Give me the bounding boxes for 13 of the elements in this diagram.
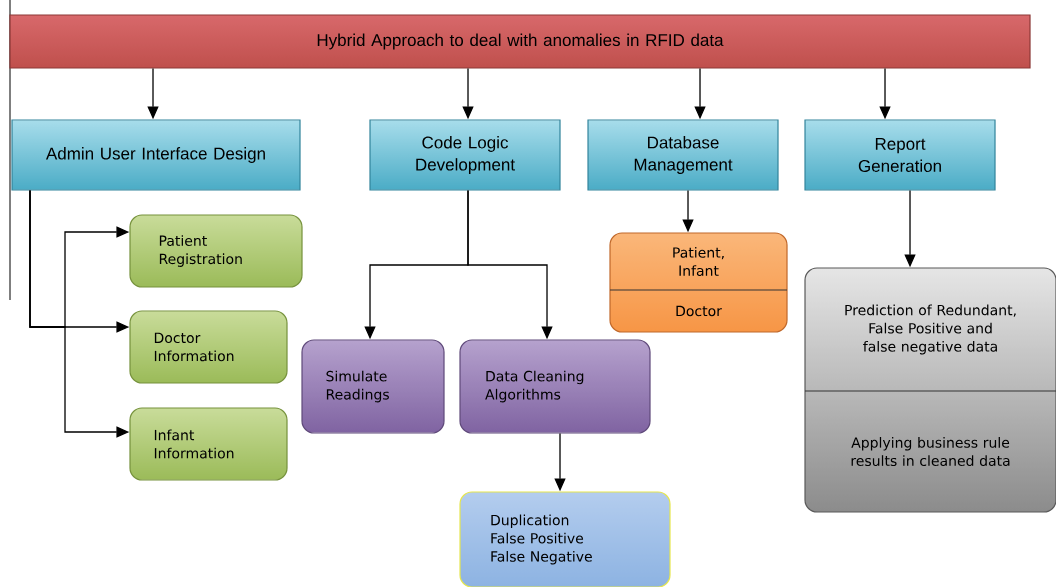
process-box: Code Logic Development xyxy=(369,119,561,191)
task-box: Simulate Readings xyxy=(301,339,445,434)
output-box: Duplication False Positive False Negative xyxy=(459,491,671,587)
task-box: Data Cleaning Algorithms xyxy=(459,339,651,434)
table-box: Patient, Infant Doctor xyxy=(609,232,788,333)
process-box: Report Generation xyxy=(804,119,996,191)
task-box: Patient Registration xyxy=(129,214,303,288)
process-box: Database Management xyxy=(587,119,779,191)
result-box: Prediction of Redundant, False Positive and false negative data Applying business rule results in cleaned data xyxy=(804,267,1056,513)
task-box: Infant Information xyxy=(129,407,288,481)
task-box: Doctor Information xyxy=(129,310,288,384)
title-banner: Hybrid Approach to deal with anomalies in RFID data xyxy=(9,14,1031,69)
process-box: Admin User Interface Design xyxy=(11,119,301,191)
